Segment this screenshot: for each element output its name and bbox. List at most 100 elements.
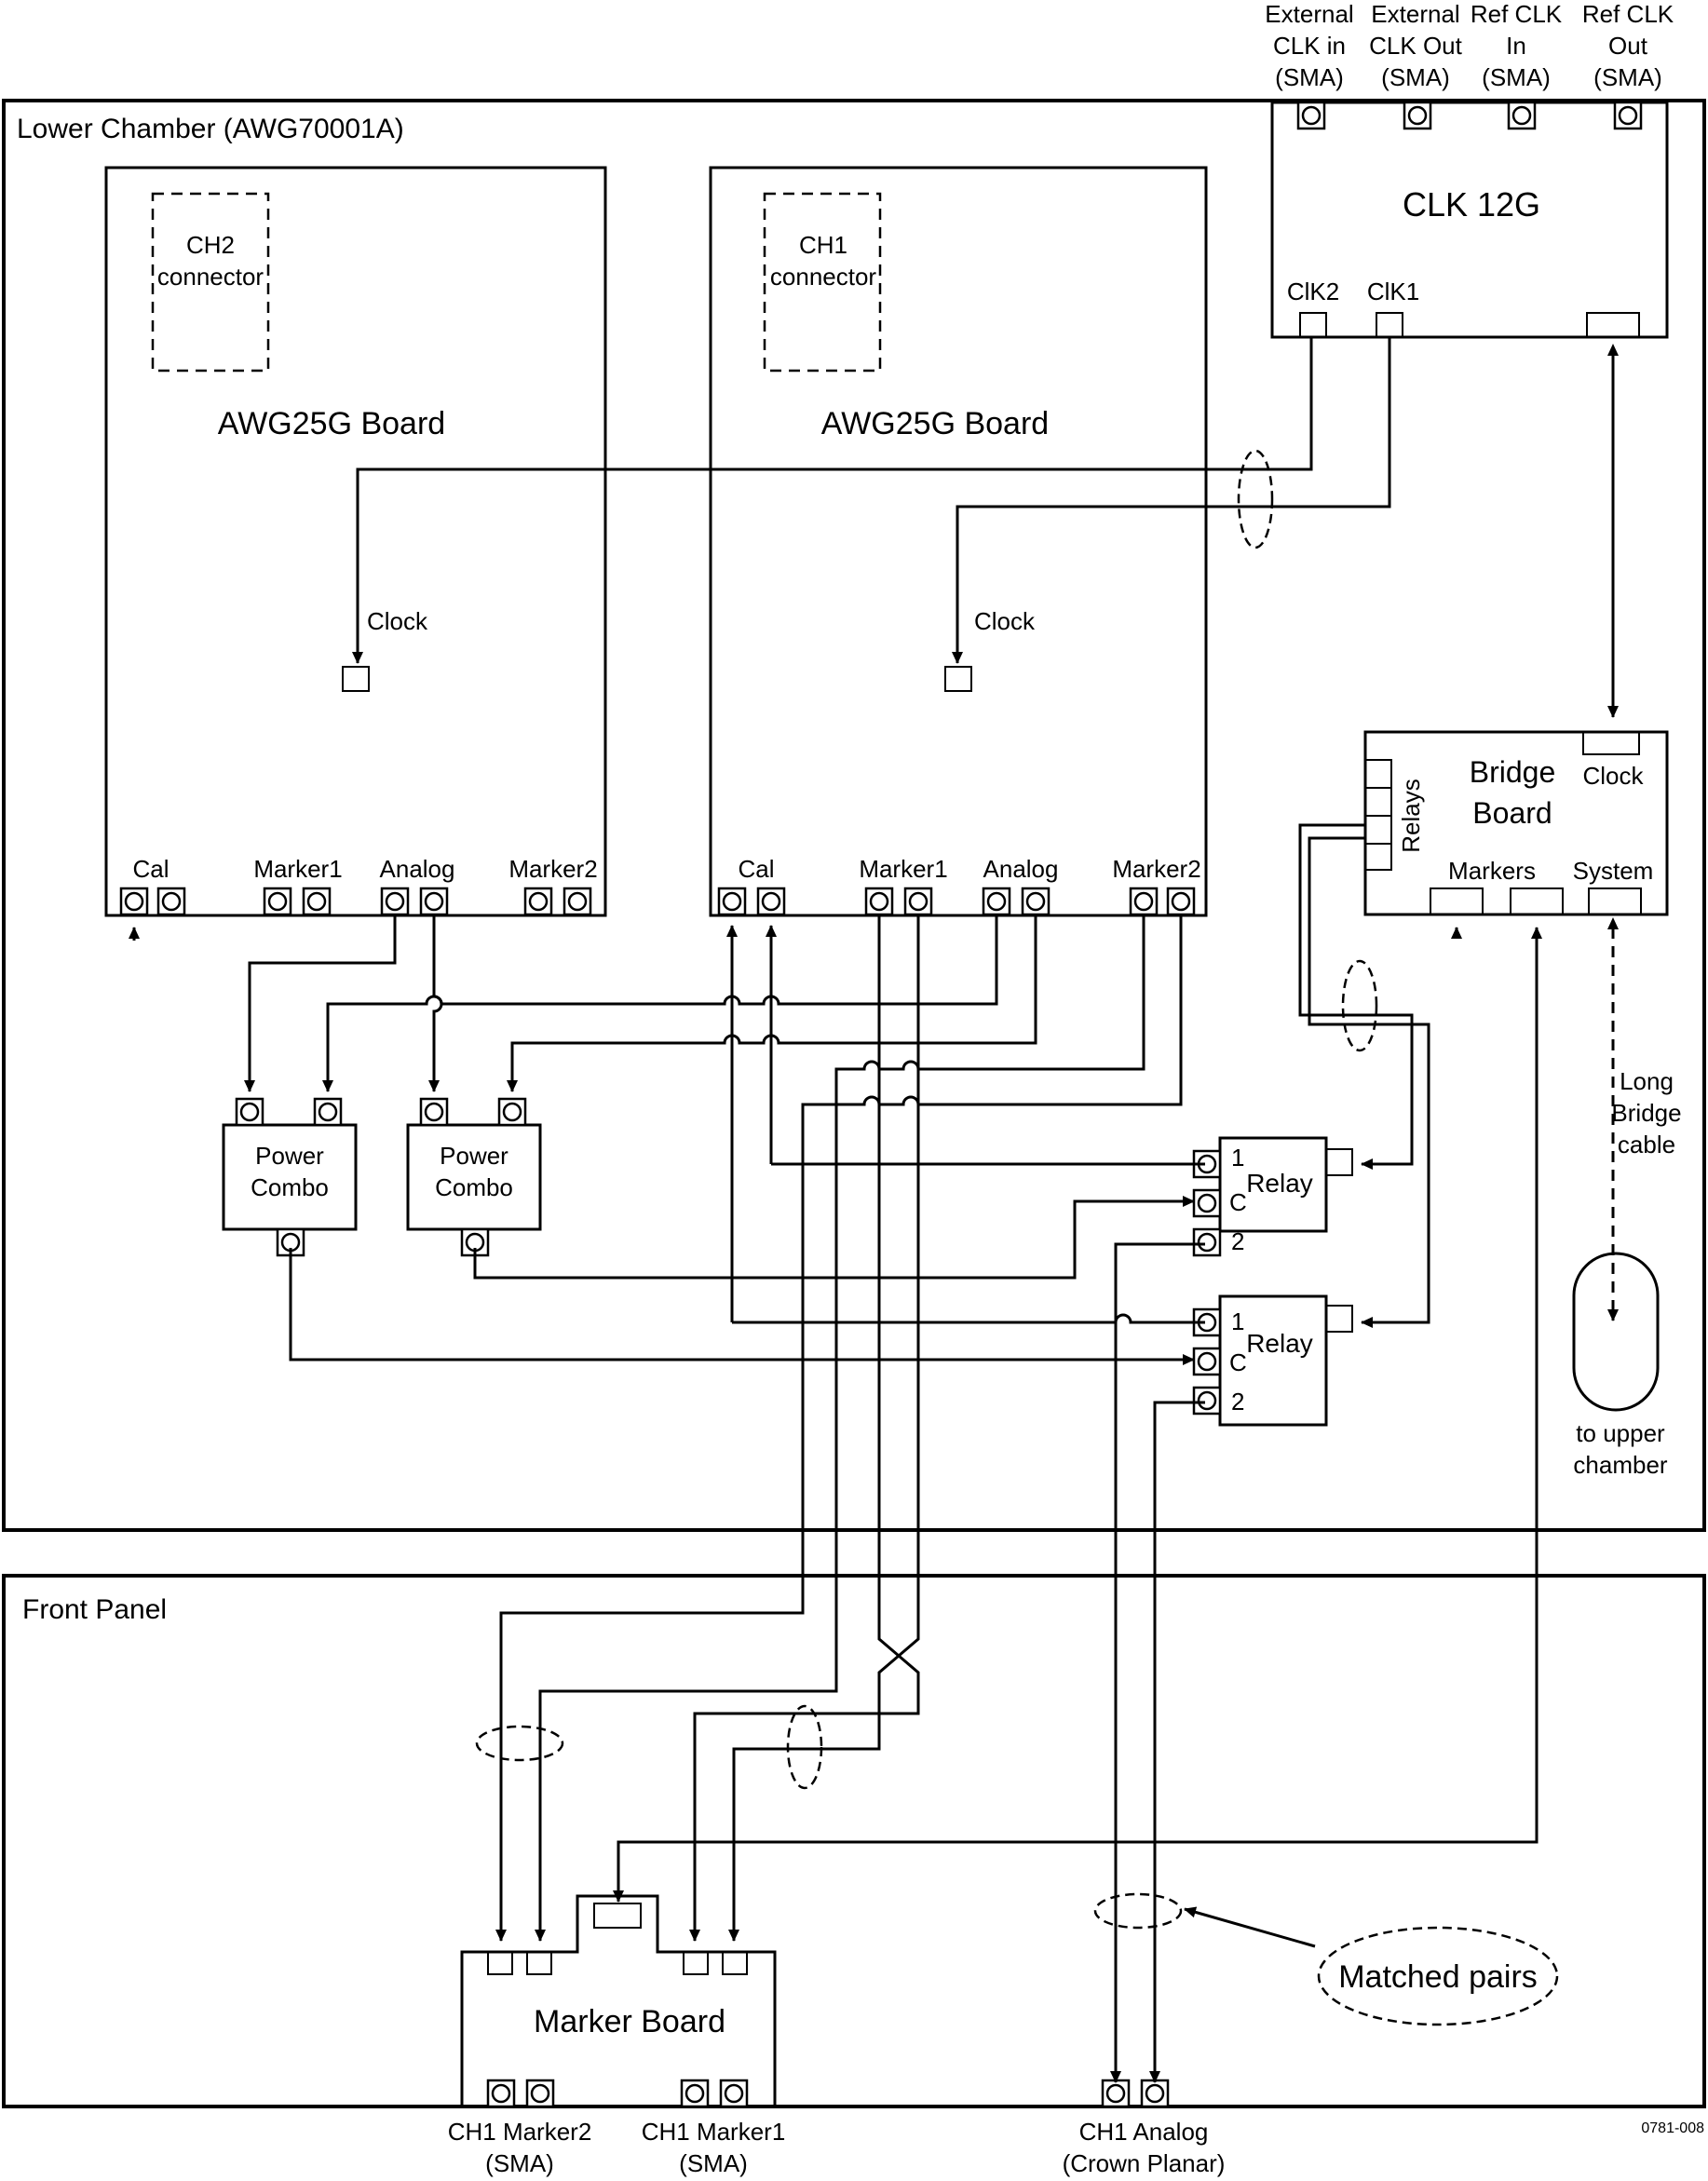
svg-text:Marker2: Marker2 [1112,855,1200,883]
sma-connector-icon [156,887,186,916]
svg-text:connector: connector [157,263,264,291]
ch1-connector-outline [763,192,882,373]
wire-ch1-analog-a [322,914,998,1092]
svg-text:System: System [1573,857,1654,885]
awg-board-ch1 [709,166,1208,917]
svg-text:Power: Power [440,1142,508,1170]
wire-ch2-analog-a [244,914,397,1092]
wire-clk2 [352,337,1313,664]
relay-2-drive [1325,1305,1353,1333]
svg-text:ClK1: ClK1 [1367,278,1419,305]
svg-text:(SMA): (SMA) [1381,63,1450,91]
ch2-connector-outline [151,192,270,373]
sma-connector-icon [1101,2079,1131,2108]
sma-connector-icon [1403,101,1432,130]
bridge-markers-connector-a [1430,887,1484,915]
bridge-clock-connector [1582,731,1640,755]
wire-clk1 [952,337,1391,664]
sma-connector-icon [235,1097,264,1127]
wire-ch1-analog-b [507,914,1037,1092]
svg-text:Marker2: Marker2 [508,855,597,883]
sma-connector-icon [419,1097,449,1127]
sma-connector-icon [380,887,410,916]
sma-connector-icon [563,887,592,916]
front-panel-frame [2,1574,1706,2108]
sma-connector-icon [719,2079,749,2108]
relay-1 [1218,1136,1328,1233]
svg-text:Marker1: Marker1 [859,855,947,883]
svg-text:Relay: Relay [1246,1329,1313,1358]
svg-text:Combo: Combo [435,1173,513,1201]
sma-connector-icon [313,1097,343,1127]
svg-text:Long: Long [1620,1067,1674,1095]
svg-text:Out: Out [1608,32,1648,60]
svg-text:C: C [1229,1348,1247,1376]
sma-connector-icon [1129,887,1159,916]
sma-connector-icon [1192,1188,1222,1218]
sma-connector-icon [1192,1386,1222,1416]
sma-connector-icon [1021,887,1051,916]
bridge-system-connector [1588,887,1642,915]
svg-text:(SMA): (SMA) [1482,63,1551,91]
sma-connector-icon [903,887,933,916]
svg-text:Markers: Markers [1448,857,1536,885]
svg-text:chamber: chamber [1573,1451,1667,1479]
svg-text:CH1 Marker2: CH1 Marker2 [448,2118,592,2146]
sma-connector-icon [486,2079,516,2108]
sma-connector-icon [1192,1149,1222,1179]
clk-bridge-connector [1586,312,1640,338]
awg-board-ch1-title: AWG25G Board [821,406,1049,441]
clock-pad-ch1 [944,666,972,692]
svg-text:cable: cable [1618,1131,1675,1158]
svg-text:1: 1 [1231,1144,1244,1172]
svg-text:2: 2 [1231,1388,1244,1416]
sma-connector-icon [1192,1347,1222,1376]
awg-board-ch2-title: AWG25G Board [218,406,445,441]
awg-board-ch2 [104,166,607,917]
sma-connector-icon [1613,101,1643,130]
sma-connector-icon [523,887,553,916]
svg-text:(SMA): (SMA) [1275,63,1344,91]
clk-title: CLK 12G [1403,185,1540,224]
svg-text:CLK in: CLK in [1273,32,1346,60]
svg-text:Ref CLK: Ref CLK [1471,0,1563,28]
svg-text:Relays: Relays [1397,779,1425,852]
svg-text:Clock: Clock [1582,762,1644,790]
svg-text:2: 2 [1231,1227,1244,1255]
sma-connector-icon [1296,101,1326,130]
sma-connector-icon [1140,2079,1170,2108]
clock-pad-ch2 [342,666,370,692]
svg-text:Marker1: Marker1 [253,855,342,883]
sma-connector-icon [1507,101,1537,130]
svg-text:External: External [1265,0,1353,28]
svg-text:Analog: Analog [983,855,1059,883]
svg-text:(SMA): (SMA) [679,2149,748,2177]
clk2-connector [1299,312,1327,338]
sma-connector-icon [717,887,747,916]
sma-connector-icon [864,887,894,916]
long-bridge-cable-end [1572,1252,1660,1412]
sma-connector-icon [982,887,1011,916]
svg-text:CH1 Marker1: CH1 Marker1 [642,2118,786,2146]
bridge-markers-connector-b [1510,887,1564,915]
svg-text:C: C [1229,1188,1247,1216]
svg-text:Board: Board [1472,796,1552,830]
svg-text:Bridge: Bridge [1611,1099,1681,1127]
lower-chamber-frame [2,99,1706,1532]
svg-text:CH2: CH2 [186,231,235,259]
svg-text:External: External [1371,0,1459,28]
sma-connector-icon [1166,887,1196,916]
sma-connector-icon [302,887,332,916]
svg-text:Combo: Combo [251,1173,329,1201]
svg-text:CH1 Analog: CH1 Analog [1079,2118,1209,2146]
sma-connector-icon [263,887,292,916]
svg-text:In: In [1506,32,1526,60]
svg-text:(SMA): (SMA) [1593,63,1662,91]
sma-connector-icon [525,2079,555,2108]
clk-board [1270,101,1669,339]
svg-text:(Crown Planar): (Crown Planar) [1063,2149,1226,2177]
sma-connector-icon [756,887,786,916]
svg-text:Relay: Relay [1246,1169,1313,1198]
svg-text:Ref CLK: Ref CLK [1582,0,1674,28]
